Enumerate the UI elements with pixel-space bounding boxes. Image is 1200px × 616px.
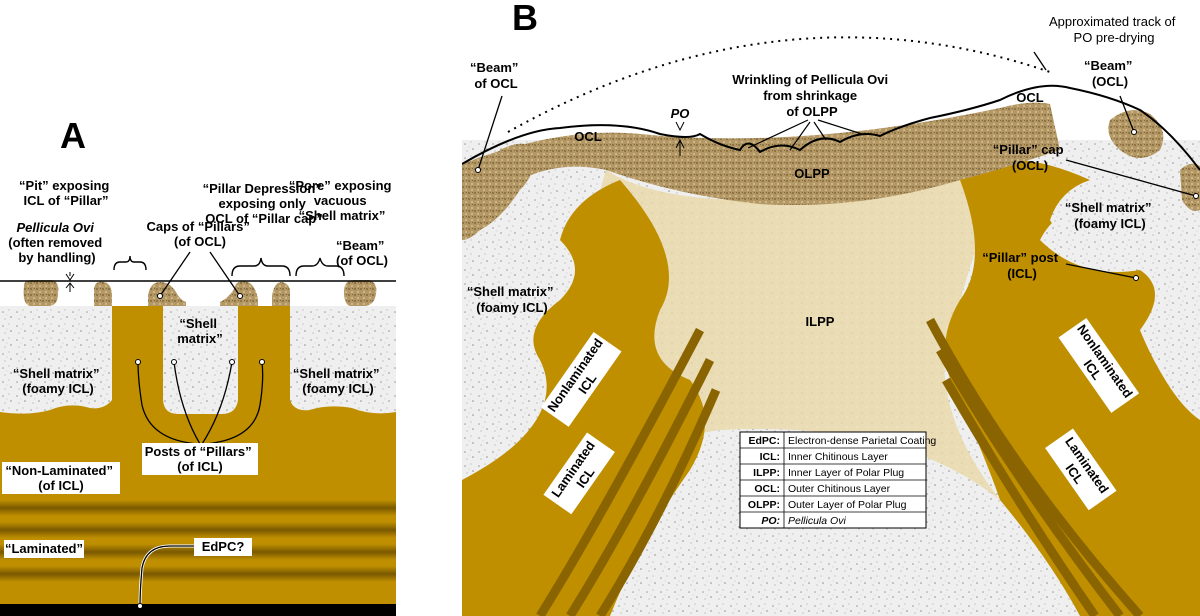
label-pit: “Pit” exposing ICL of “Pillar”	[19, 178, 113, 208]
legend-desc-4: Outer Layer of Polar Plug	[788, 499, 907, 511]
ocl-beam-left	[23, 280, 59, 306]
legend-desc-2: Inner Layer of Polar Plug	[788, 467, 904, 479]
label-wrinkling: Wrinkling of Pellicula Ovi from shrinkag…	[732, 72, 891, 119]
lam-left-2	[566, 357, 715, 616]
pellicula-outline	[462, 84, 1200, 171]
label-edpc: EdPC?	[202, 539, 245, 554]
label-shell-matrix-left-a: “Shell matrix” (foamy ICL)	[13, 366, 103, 396]
label-non-laminated: “Non-Laminated” (of ICL)	[5, 463, 116, 493]
foam-left	[0, 306, 112, 414]
ocl-pillar-right	[272, 282, 290, 306]
panel-b-letter: B	[512, 0, 538, 38]
label-ilpp: ILPP	[806, 314, 835, 329]
foam-right	[290, 306, 396, 414]
icl-right	[945, 160, 1200, 616]
label-beam-right-b: “Beam” (OCL)	[1084, 58, 1136, 89]
box-posts	[142, 443, 258, 475]
label-pore: “Pore” exposing vacuous “Shell matrix”	[289, 178, 395, 223]
label-ocl-right: OCL	[1016, 90, 1044, 105]
label-pillar-cap: “Pillar” cap (OCL)	[993, 142, 1067, 173]
lam-left-3	[596, 388, 721, 616]
label-pillar-depression: “Pillar Depression” exposing only OCL of…	[203, 181, 326, 226]
label-olpp: OLPP	[794, 166, 830, 181]
label-pillar-post: “Pillar” post (ICL)	[982, 250, 1061, 281]
ocl-pillar-left	[94, 281, 112, 306]
legend-abbr-3: OCL:	[754, 483, 780, 495]
lam-left-1	[536, 327, 704, 616]
lam-band-1	[0, 500, 396, 516]
legend-abbr-2: ILPP:	[753, 467, 780, 479]
label-shell-matrix-left-b: “Shell matrix” (foamy ICL)	[467, 284, 557, 315]
legend-desc-0: Electron-dense Parietal Coating	[788, 435, 936, 447]
box-edpc	[194, 538, 252, 556]
label-caps: Caps of “Pillars” (of OCL)	[147, 219, 254, 249]
legend-desc-5: Pellicula Ovi	[788, 515, 846, 527]
legend-table: EdPC: Electron-dense Parietal Coating IC…	[739, 431, 936, 529]
brace-pit	[113, 255, 147, 271]
legend-abbr-5: PO:	[761, 515, 780, 527]
brace-pore	[295, 257, 345, 277]
brace-depression	[231, 257, 291, 277]
edpc-band	[0, 604, 396, 616]
ocl-beam-left-b	[462, 143, 534, 240]
legend-abbr-4: OLPP:	[748, 499, 780, 511]
lam-band-4	[0, 566, 396, 582]
lam-right-1	[926, 317, 1144, 616]
box-laminated	[4, 540, 84, 558]
legend-abbr-0: EdPC:	[749, 435, 781, 447]
panel-a: A	[0, 115, 396, 616]
lam-right-3	[942, 377, 1099, 616]
label-ocl-left: OCL	[574, 129, 602, 144]
label-shell-matrix-right-a: “Shell matrix” (foamy ICL)	[293, 366, 383, 396]
label-posts: Posts of “Pillars” (of ICL)	[145, 444, 256, 474]
box-non-laminated	[2, 462, 120, 494]
ocl-olpp-band	[462, 102, 1060, 205]
label-laminated: “Laminated”	[5, 541, 83, 556]
foam-center	[163, 306, 238, 414]
legend-desc-3: Outer Chitinous Layer	[788, 483, 891, 495]
label-track: Approximated track of PO pre-drying	[1049, 14, 1179, 45]
ocl-beam-right	[344, 280, 377, 306]
lam-right-2	[936, 347, 1124, 616]
panel-a-letter: A	[60, 115, 86, 156]
label-shell-matrix-right-b: “Shell matrix” (foamy ICL)	[1065, 200, 1155, 231]
label-beam-a: “Beam” (of OCL)	[336, 238, 388, 268]
legend-desc-1: Inner Chitinous Layer	[788, 451, 888, 463]
label-pellicula: Pellicula Ovi (often removed by handling…	[8, 220, 106, 265]
lam-band-2	[0, 522, 396, 538]
label-shell-matrix-center: “Shell matrix”	[177, 316, 223, 346]
label-po: PO	[671, 106, 690, 121]
ocl-cap-left	[148, 282, 186, 306]
legend-abbr-1: ICL:	[760, 451, 780, 463]
panel-b: B Approximated track of PO pre-drying “B…	[462, 0, 1200, 616]
pre-drying-track	[507, 36, 1051, 133]
label-beam-left-b: “Beam” of OCL	[470, 60, 522, 91]
